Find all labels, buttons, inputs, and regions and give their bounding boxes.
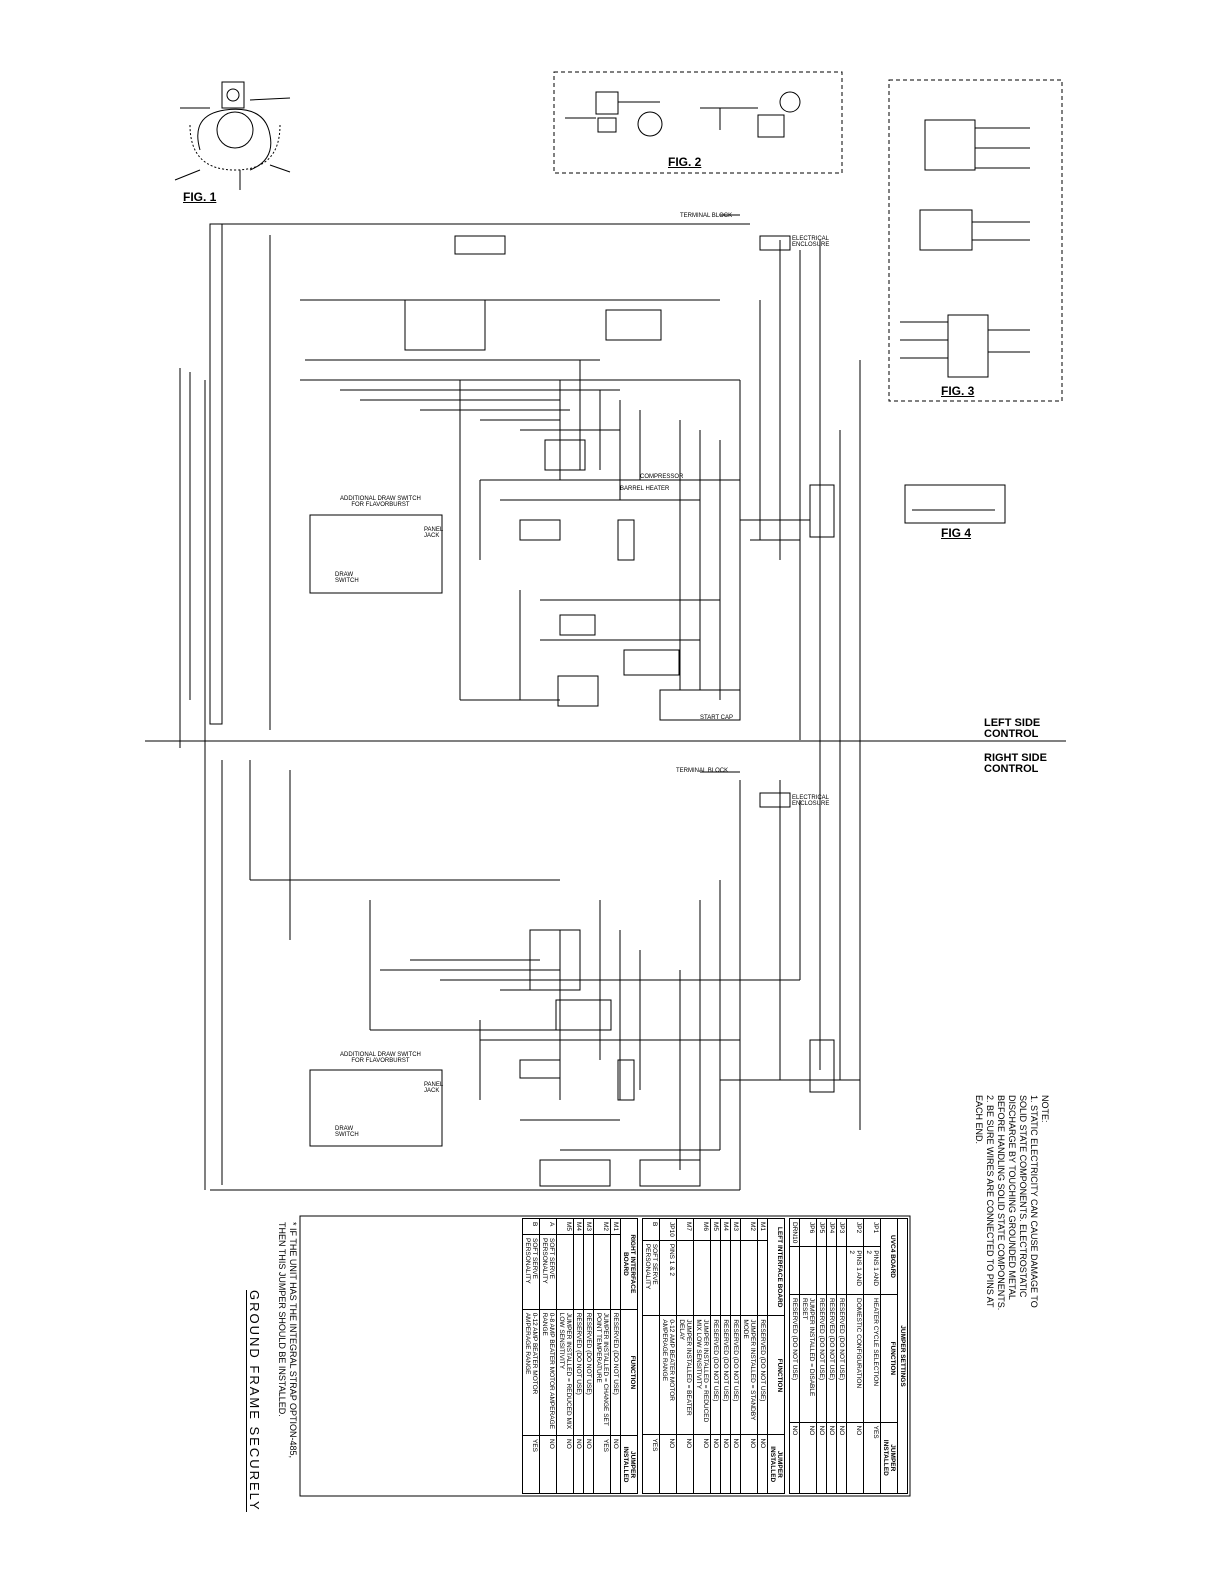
fig1-label: FIG. 1	[183, 190, 217, 204]
right-terminal-block-label: TERMINAL BLOCK	[676, 768, 729, 774]
right-draw-switch-title: ADDITIONAL DRAW SWITCH FOR FLAVORBURST	[340, 1052, 421, 1064]
left-draw-switch-title: ADDITIONAL DRAW SWITCH FOR FLAVORBURST	[340, 496, 421, 508]
left-draw-switch-label: DRAW SWITCH	[335, 572, 359, 584]
right-interface-jumper-table: RIGHT INTERFACE BOARD FUNCTION JUMPER IN…	[522, 1218, 638, 1494]
table-header: LEFT INTERFACE BOARD	[767, 1218, 785, 1316]
left-barrel-heater-label: BARREL HEATER	[620, 486, 670, 492]
left-panel-jack-label: PANEL JACK	[424, 527, 444, 539]
fig4-frame	[904, 484, 1006, 524]
left-electrical-enclosure-label: ELECTRICAL ENCLOSURE	[792, 236, 830, 248]
right-panel-jack-label: PANEL JACK	[424, 1082, 444, 1094]
note-item: 2. BE SURE WIRES ARE CONNECTED TO PINS A…	[974, 1095, 995, 1308]
table-header: JUMPER INSTALLED	[880, 1422, 898, 1494]
table-header: RIGHT INTERFACE BOARD	[620, 1218, 638, 1310]
fig2-drawing	[565, 91, 801, 138]
left-side-control-label: LEFT SIDE CONTROL	[984, 717, 1041, 740]
right-electrical-enclosure-label: ELECTRICAL ENCLOSURE	[792, 795, 830, 807]
notes-title: NOTE:	[1040, 1095, 1050, 1123]
fig2-label: FIG. 2	[668, 155, 702, 169]
uvc4-jumper-table: JUMPER SETTINGS UVC4 BOARD FUNCTION JUMP…	[789, 1218, 908, 1494]
notes-block: NOTE: 1. STATIC ELECTRICITY CAN CAUSE DA…	[973, 1095, 1050, 1315]
right-draw-switch-label: DRAW SWITCH	[335, 1126, 359, 1138]
upper-harness	[300, 235, 861, 1130]
table-header: JUMPER INSTALLED	[620, 1435, 638, 1494]
table-header: FUNCTION	[880, 1294, 898, 1423]
fig3-frame	[888, 79, 1063, 402]
fig4-label: FIG 4	[941, 526, 972, 540]
strap-note: * IF THE UNIT HAS THE INTEGRAL STRAP OPT…	[277, 1222, 298, 1459]
table-header: JUMPER INSTALLED	[767, 1434, 785, 1494]
fig2-frame	[553, 71, 843, 174]
jumper-tables: JUMPER SETTINGS UVC4 BOARD FUNCTION JUMP…	[522, 1218, 908, 1494]
table-header: UVC4 BOARD	[880, 1218, 898, 1295]
left-start-cap-label: START CAP	[700, 715, 734, 721]
fig1-drawing	[174, 81, 291, 190]
left-interface-jumper-table: LEFT INTERFACE BOARD FUNCTION JUMPER INS…	[642, 1218, 785, 1494]
note-item: 1. STATIC ELECTRICITY CAN CAUSE DAMAGE T…	[996, 1095, 1039, 1311]
left-draw-switch-box	[309, 514, 443, 594]
fig3-drawing	[900, 119, 1030, 378]
outer-frame-left	[209, 223, 223, 725]
fig3-label: FIG. 3	[941, 384, 975, 398]
jumper-table-frame	[299, 1215, 911, 1497]
ground-frame-label: GROUND FRAME SECURELY	[246, 1290, 262, 1512]
left-compressor-label: COMPRESSOR	[640, 474, 684, 480]
table-header: FUNCTION	[620, 1309, 638, 1436]
right-side-control-label: RIGHT SIDE CONTROL	[984, 752, 1047, 775]
right-draw-switch-box	[309, 1069, 443, 1147]
jumper-settings-title: JUMPER SETTINGS	[897, 1218, 908, 1494]
left-terminal-block-label: TERMINAL BLOCK	[680, 213, 733, 219]
lower-harness	[380, 780, 860, 1190]
table-header: FUNCTION	[767, 1315, 785, 1435]
